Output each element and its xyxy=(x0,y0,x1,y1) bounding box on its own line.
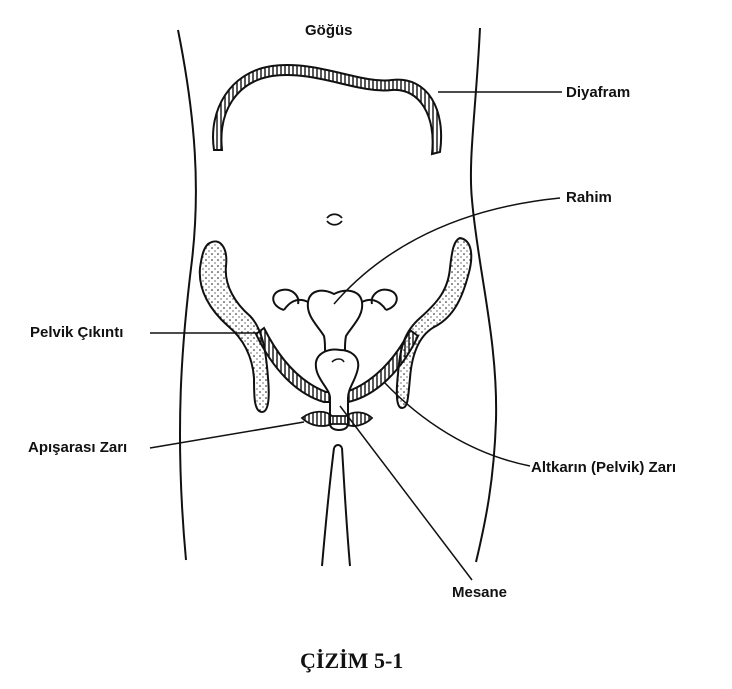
left-fallopian-tube xyxy=(272,288,309,311)
torso-right-outline xyxy=(469,27,498,563)
figure-caption: ÇİZİM 5-1 xyxy=(300,648,404,673)
label-uterus: Rahim xyxy=(566,189,612,206)
right-fallopian-tube xyxy=(361,288,398,311)
perineum-shape xyxy=(300,410,374,427)
pelvic-floor-muscle xyxy=(254,326,420,403)
torso-left-outline xyxy=(177,29,197,561)
label-bladder: Mesane xyxy=(452,584,508,601)
uterus-shape xyxy=(306,289,364,357)
left-pelvic-bone xyxy=(198,240,270,414)
label-chest: Göğüs xyxy=(305,22,353,39)
leader-uterus xyxy=(333,197,561,305)
bladder-mark xyxy=(331,358,345,363)
right-pelvic-bone xyxy=(395,236,473,410)
leader-pelvic-floor xyxy=(383,381,531,467)
leader-perineum xyxy=(149,421,305,449)
label-pelvic-floor: Altkarın (Pelvik) Zarı xyxy=(531,459,677,476)
label-pelvic-bone: Pelvik Çıkıntı xyxy=(30,324,124,341)
label-diaphragm: Diyafram xyxy=(566,84,631,101)
leg-gap xyxy=(321,444,351,567)
diaphragm-shape xyxy=(212,64,443,156)
bladder-shape xyxy=(314,348,360,431)
label-perineum: Apışarası Zarı xyxy=(28,439,128,456)
navel-shape xyxy=(326,213,343,226)
leader-bladder xyxy=(339,405,473,581)
